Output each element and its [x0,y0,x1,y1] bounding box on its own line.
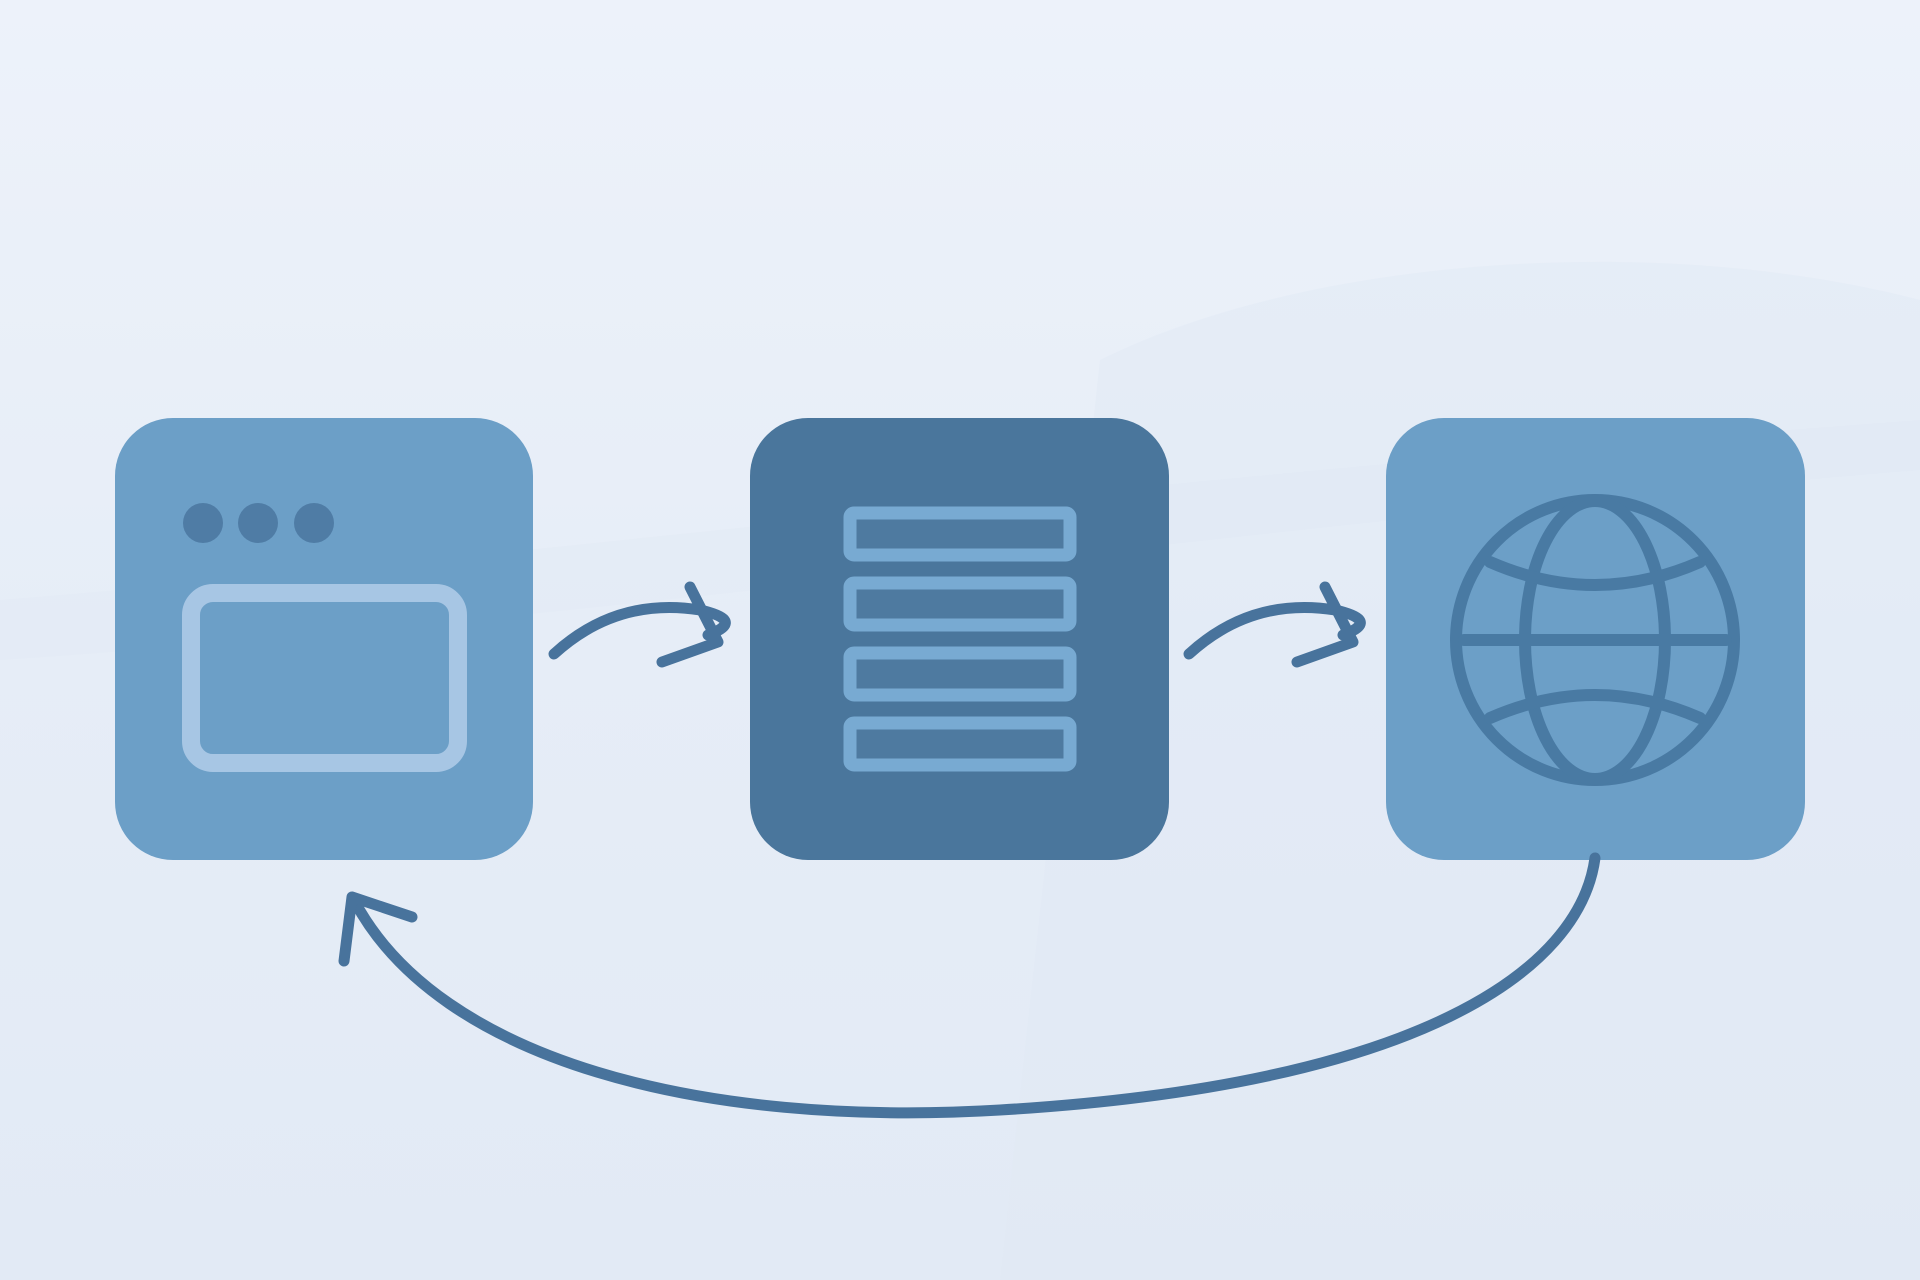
server-bar [843,716,1077,772]
arrow-shaft [548,602,731,660]
browser-window-icon [182,503,467,772]
window-dot [238,503,278,543]
server-bar [843,646,1077,702]
arrow-globe-to-browser [338,852,1601,1119]
window-dot [183,503,223,543]
window-content-frame [182,584,467,772]
server-bar [843,576,1077,632]
arrow-browser-to-server [548,581,731,668]
server-bar [843,506,1077,562]
arrow-head [338,891,418,967]
arrow-shaft [349,852,1601,1119]
globe-parallel-upper [1484,556,1706,591]
server-tile [750,418,1169,860]
arrow-head [1291,581,1359,668]
node-browser-window [115,418,533,860]
node-server-stack [750,418,1169,860]
globe-icon [1450,494,1740,786]
browser-tile [115,418,533,860]
node-globe [1386,418,1805,860]
server-stack-icon [843,506,1077,772]
arrow-shaft [1183,602,1366,660]
globe-parallel-lower [1484,689,1706,724]
arrow-server-to-globe [1183,581,1366,668]
window-dot [294,503,334,543]
arrow-head [656,581,724,668]
